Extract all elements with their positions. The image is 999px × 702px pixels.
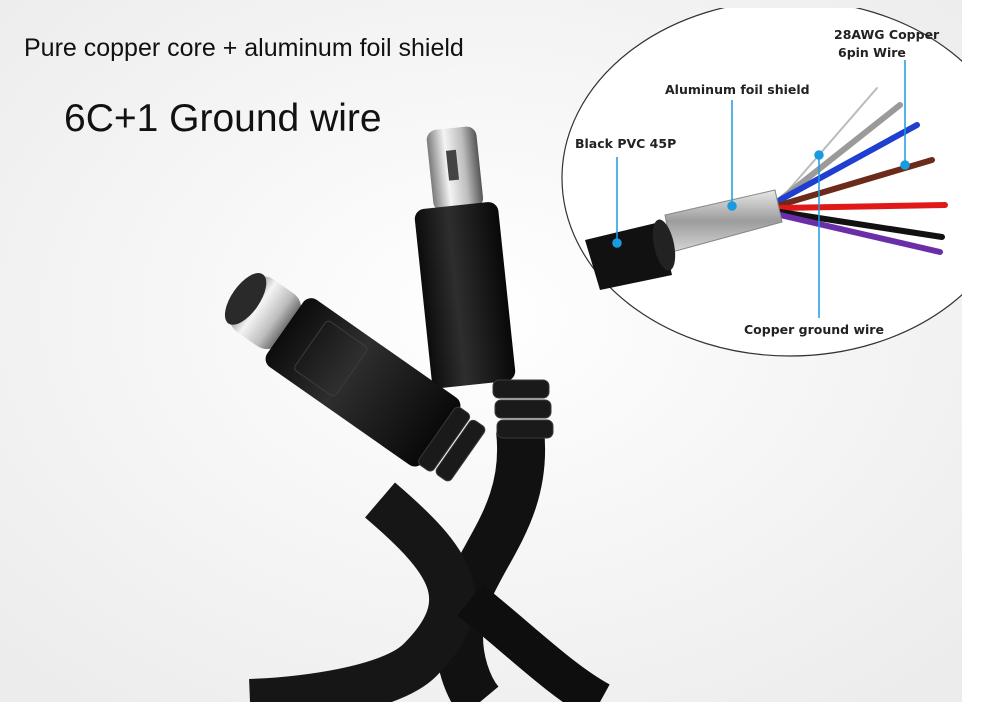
label-copper-wire-line2: 6pin Wire [838, 45, 906, 60]
female-mini-din-connector [224, 273, 486, 482]
cable [249, 427, 610, 702]
label-copper-wire-line1: 28AWG Copper [834, 27, 940, 42]
headline-ground-wire: 6C+1 Ground wire [64, 97, 382, 140]
callout-lines [612, 60, 910, 318]
headline-shield: Pure copper core + aluminum foil shield [24, 34, 464, 62]
male-mini-din-connector [414, 126, 554, 439]
drain-wire [779, 87, 878, 201]
label-black-pvc: Black PVC 45P [575, 136, 677, 151]
label-copper-ground: Copper ground wire [744, 322, 884, 337]
label-aluminum-foil: Aluminum foil shield [665, 82, 810, 97]
cable-cross-section-inset [561, 8, 962, 357]
